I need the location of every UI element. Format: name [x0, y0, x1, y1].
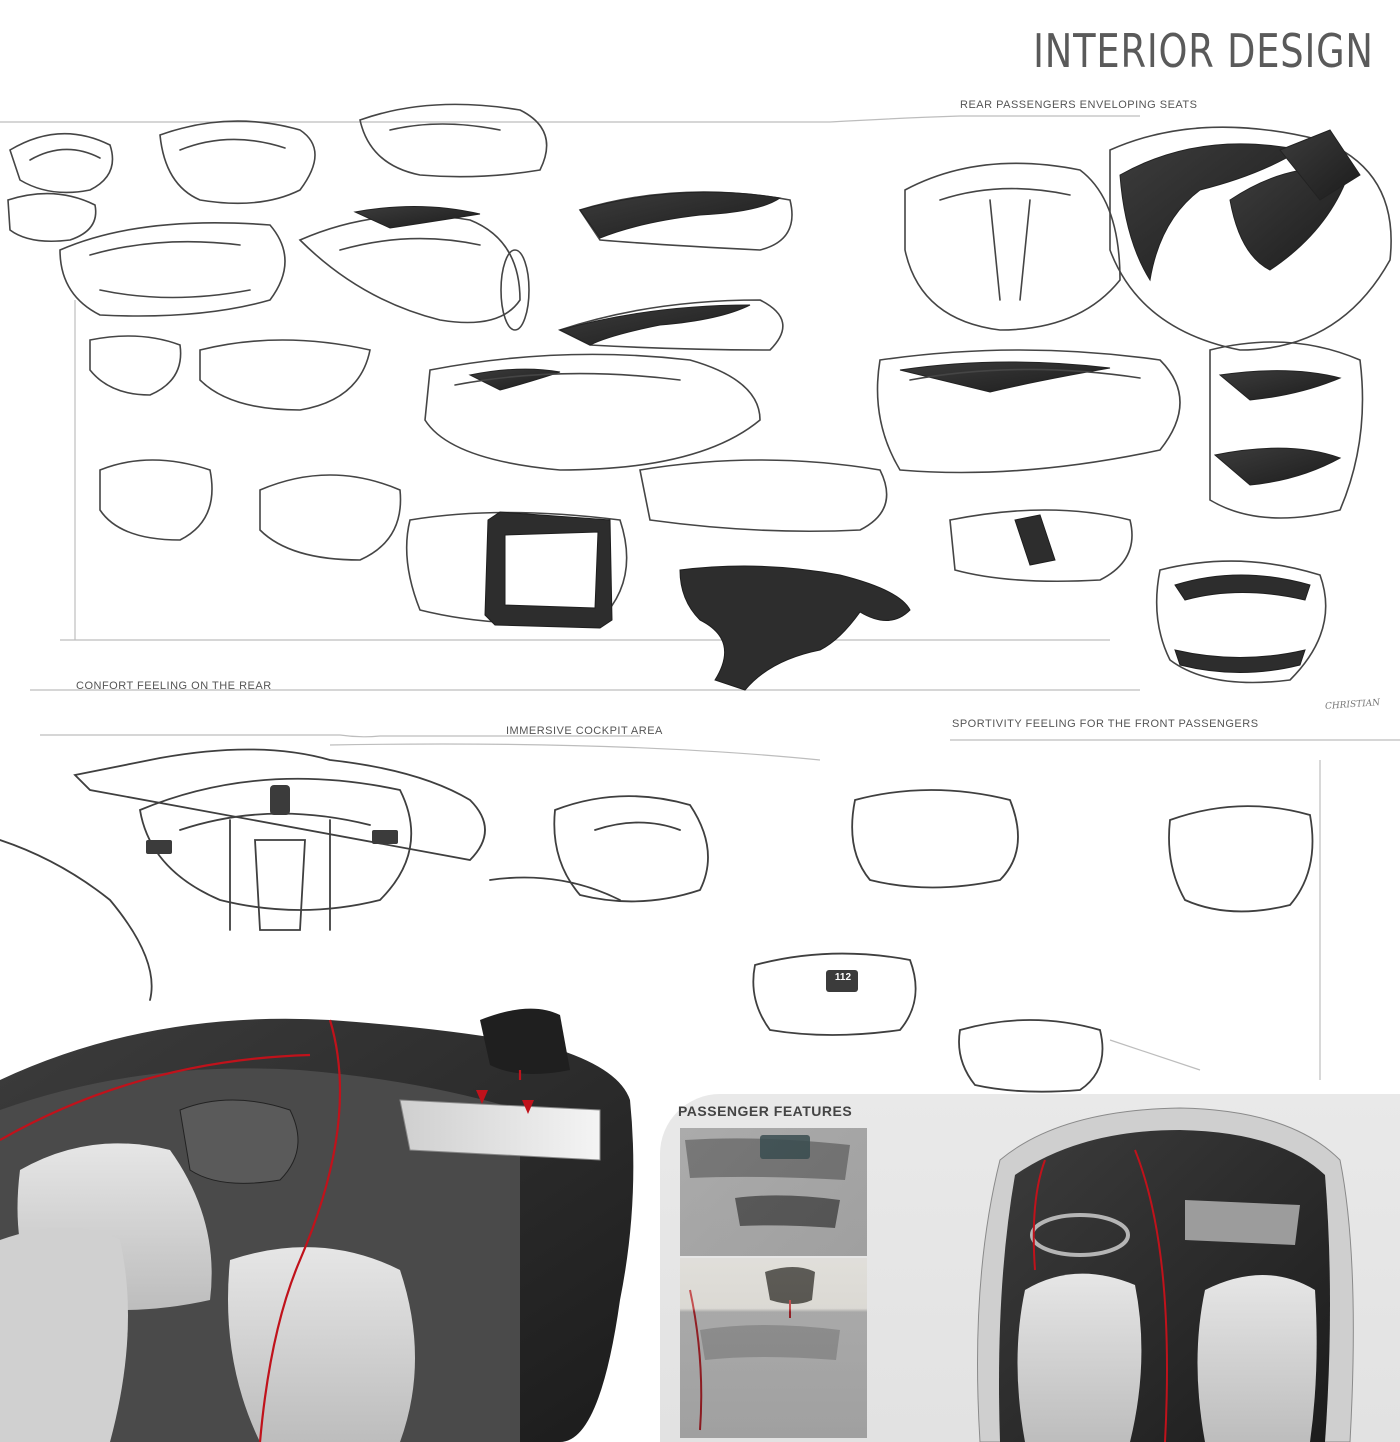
caption-confort-rear: CONFORT FEELING ON THE REAR	[76, 680, 272, 692]
passenger-features-title: PASSENGER FEATURES	[678, 1103, 853, 1119]
render-left	[0, 1008, 634, 1442]
steering-display-number: 112	[834, 972, 852, 983]
passenger-feature-thumbnail	[680, 1128, 867, 1256]
caption-sportivity: SPORTIVITY FEELING FOR THE FRONT PASSENG…	[952, 718, 1259, 730]
passenger-feature-thumbnail	[680, 1258, 867, 1438]
render-right	[977, 1107, 1354, 1442]
caption-rear-seats: REAR PASSENGERS ENVELOPING SEATS	[960, 99, 1198, 111]
caption-cockpit: IMMERSIVE COCKPIT AREA	[506, 725, 663, 737]
page-title: INTERIOR DESIGN	[1033, 24, 1374, 78]
